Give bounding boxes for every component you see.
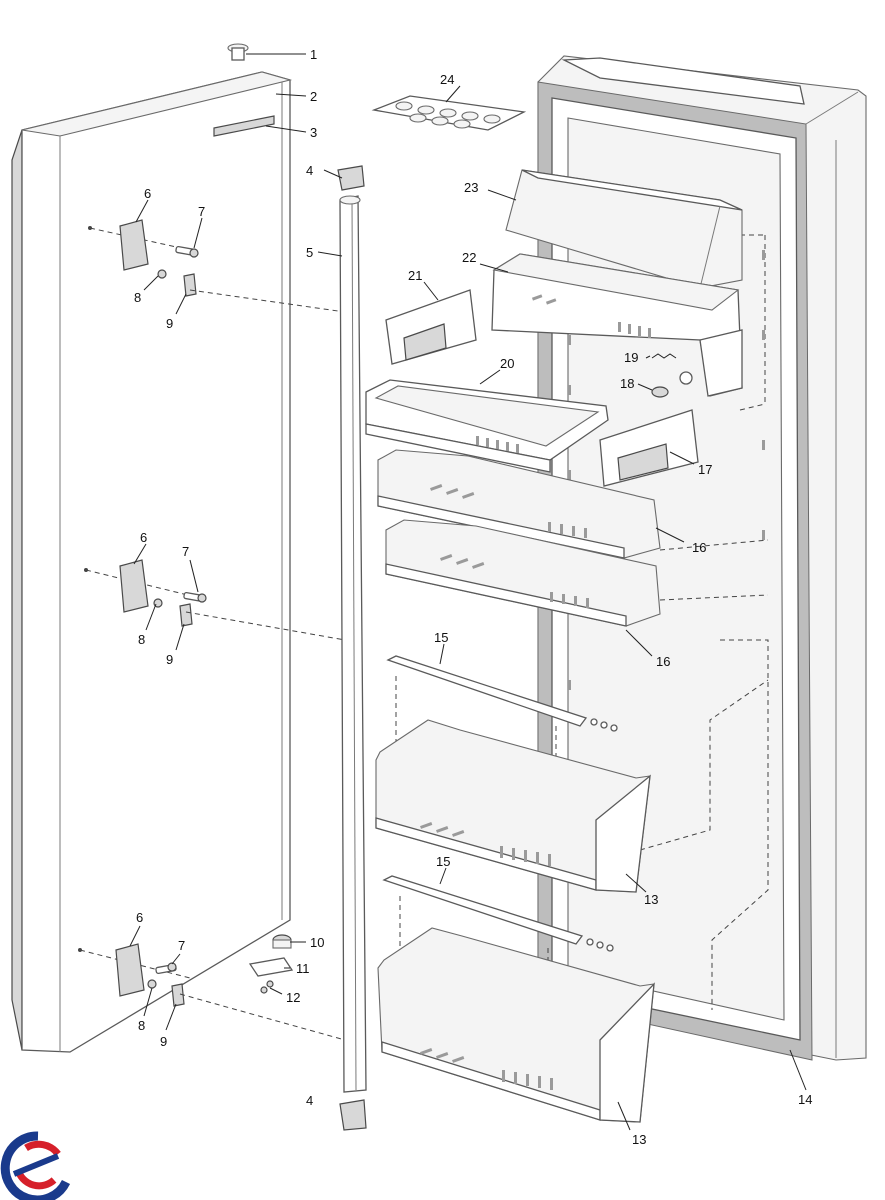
callout-12: 12 (286, 990, 300, 1005)
dairy-compartment (491, 253, 743, 397)
hinge-pin (171, 983, 185, 1007)
hinge-washer (147, 979, 157, 989)
egg-tray (371, 95, 527, 131)
callout-numbers: 1 2 3 4 5 6 7 8 9 6 7 8 9 6 7 8 9 10 11 … (134, 47, 812, 1147)
callout-7-bottom: 7 (178, 938, 185, 953)
hinge-washer (157, 269, 167, 279)
door-outer-panel (11, 71, 293, 1053)
hinge-pin (183, 273, 197, 297)
callout-1: 1 (310, 47, 317, 62)
callout-17: 17 (698, 462, 712, 477)
vertical-trim-strip (339, 195, 367, 1093)
hinge-block (115, 943, 145, 997)
callout-8-bottom: 8 (138, 1018, 145, 1033)
callout-4-top: 4 (306, 163, 313, 178)
callout-24: 24 (440, 72, 454, 87)
hinge-pin (179, 603, 193, 627)
callout-5: 5 (306, 245, 313, 260)
brand-logo (0, 1131, 71, 1200)
callout-6-bottom: 6 (136, 910, 143, 925)
callout-9-mid: 9 (166, 652, 173, 667)
bottle-bin-lower (377, 927, 655, 1123)
callout-2: 2 (310, 89, 317, 104)
hinge-group-bottom (78, 943, 346, 1041)
callout-7-top: 7 (198, 204, 205, 219)
hinge-spring (651, 353, 677, 359)
callout-13-upper: 13 (644, 892, 658, 907)
callout-9-bottom: 9 (160, 1034, 167, 1049)
door-top-cap (227, 43, 249, 61)
trim-cap-bottom (339, 1099, 367, 1131)
leader-lines (129, 53, 807, 1131)
callout-9-top: 9 (166, 316, 173, 331)
callout-4-bottom: 4 (306, 1093, 313, 1108)
callout-19: 19 (624, 350, 638, 365)
hinge-bracket (248, 957, 294, 977)
hinge-group-top (88, 219, 346, 313)
door-shelf-lower (385, 519, 661, 627)
callout-8-mid: 8 (138, 632, 145, 647)
side-clip-right (599, 409, 699, 487)
callout-20: 20 (500, 356, 514, 371)
callout-11: 11 (296, 961, 310, 976)
callout-15-lower: 15 (436, 854, 450, 869)
dairy-compartment-cover (505, 169, 743, 289)
callout-18: 18 (620, 376, 634, 391)
callout-3: 3 (310, 125, 317, 140)
callout-13-lower: 13 (632, 1132, 646, 1147)
callout-22: 22 (462, 250, 476, 265)
dairy-knob (651, 371, 693, 398)
callout-16-upper: 16 (692, 540, 706, 555)
hinge-bolt (260, 986, 268, 994)
hinge-block (119, 219, 149, 271)
side-clip-left (385, 289, 477, 365)
callout-6-mid: 6 (140, 530, 147, 545)
trim-cap-top (337, 165, 365, 191)
door-handle-strip (213, 115, 275, 137)
callout-8-top: 8 (134, 290, 141, 305)
callout-16-lower: 16 (656, 654, 670, 669)
callout-14: 14 (798, 1092, 812, 1107)
dairy-compartment-vents (531, 294, 651, 338)
callout-21: 21 (408, 268, 422, 283)
callout-7-mid: 7 (182, 544, 189, 559)
cheese-drawer-vents (476, 436, 519, 453)
callout-23: 23 (464, 180, 478, 195)
lower-hinge-parts (248, 934, 294, 994)
cheese-drawer (365, 379, 609, 473)
bottle-bin-upper (375, 719, 651, 893)
callout-15-upper: 15 (434, 630, 448, 645)
callout-6-top: 6 (144, 186, 151, 201)
door-shelf-upper (377, 449, 661, 559)
callout-10: 10 (310, 935, 324, 950)
